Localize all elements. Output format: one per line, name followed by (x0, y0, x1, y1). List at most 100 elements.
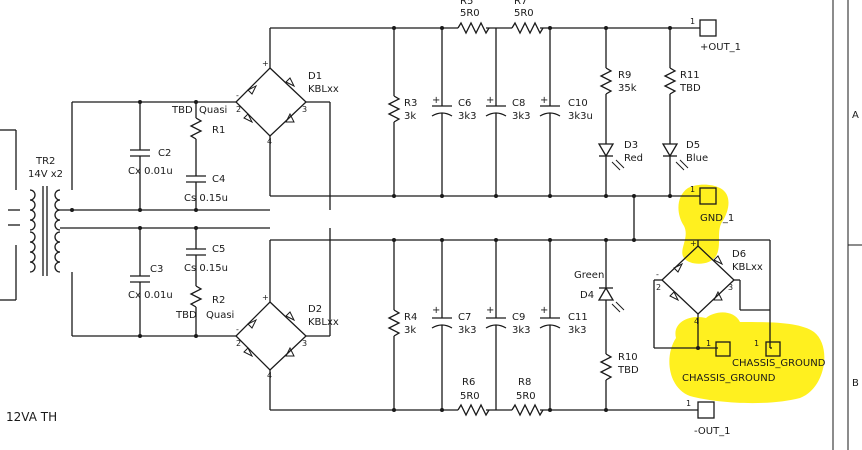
r2-name: R2 (212, 295, 225, 306)
chassis-label-b: CHASSIS_GROUND (732, 358, 826, 369)
bridge-d2: + - 2 3 4 D2 KBLxx (235, 228, 394, 410)
d2-pin-minus: - (236, 325, 239, 334)
d1-pin-minus: - (236, 91, 239, 100)
r4-value: 3k (404, 325, 416, 336)
d6-pin-minus: - (656, 270, 659, 279)
out-pos-label: +OUT_1 (700, 42, 741, 53)
c2-name: C2 (158, 148, 171, 159)
c8-name: C8 (512, 98, 525, 109)
d6-pin-plus: + (690, 239, 697, 248)
chassis-pin-b: 1 (754, 339, 759, 348)
c8-value: 3k3 (512, 111, 531, 122)
c9-plus: + (486, 305, 494, 316)
d5-value: Blue (686, 153, 708, 164)
r2-type: Quasi (206, 310, 234, 321)
c11-value: 3k3 (568, 325, 587, 336)
d2-name: D2 (308, 304, 322, 315)
c6-name: C6 (458, 98, 471, 109)
gnd-pin: 1 (690, 185, 695, 194)
d1-pin3: 3 (302, 105, 307, 114)
d1-value: KBLxx (308, 84, 339, 95)
d2-pin2: 2 (236, 339, 241, 348)
r1-name: R1 (212, 125, 225, 136)
out-neg-pin: 1 (686, 399, 691, 408)
r1-value: TBD (171, 105, 193, 116)
c6-plus: + (432, 95, 440, 106)
tr2-value: 14V x2 (28, 169, 63, 180)
r10-value: TBD (617, 365, 639, 376)
c5-value: Cs 0.15u (184, 263, 228, 274)
highlight-chassis (669, 312, 825, 404)
snubber-top: C2 Cx 0.01u TBD Quasi R1 C4 Cs 0.15u (128, 100, 228, 212)
bridge-d6: + - 2 3 4 D6 KBLxx 1 1 CHASSIS_GROUND CH… (653, 239, 826, 384)
r8-name: R8 (518, 377, 531, 388)
bridge-d1: + - 2 3 4 D1 KBLxx (235, 28, 394, 210)
c10-plus: + (540, 95, 548, 106)
tr2-rating: 12VA TH (6, 410, 57, 424)
out-neg-label: -OUT_1 (694, 426, 731, 437)
r7-value: 5R0 (514, 8, 534, 19)
c3-value: Cx 0.01u (128, 290, 173, 301)
r9-name: R9 (618, 70, 631, 81)
r1-type: Quasi (199, 105, 227, 116)
r10-name: R10 (618, 352, 638, 363)
r8-value: 5R0 (516, 391, 536, 402)
d5-name: D5 (686, 140, 700, 151)
r3-name: R3 (404, 98, 417, 109)
d1-pin2: 2 (236, 105, 241, 114)
gnd-label: GND_1 (700, 213, 734, 224)
c7-value: 3k3 (458, 325, 477, 336)
d1-pin-plus: + (262, 59, 269, 68)
c10-name: C10 (568, 98, 588, 109)
c11-name: C11 (568, 312, 588, 323)
d2-value: KBLxx (308, 317, 339, 328)
highlight-marks (669, 184, 825, 404)
d6-pin2: 2 (656, 283, 661, 292)
chassis-pin-a: 1 (706, 339, 711, 348)
r11-value: TBD (679, 83, 701, 94)
d1-name: D1 (308, 71, 322, 82)
c4-name: C4 (212, 174, 225, 185)
c3-name: C3 (150, 264, 163, 275)
c7-plus: + (432, 305, 440, 316)
c4-value: Cs 0.15u (184, 193, 228, 204)
c7-name: C7 (458, 312, 471, 323)
r7-name: R7 (514, 0, 527, 7)
sheet-border: A B (832, 0, 862, 450)
c2-value: Cx 0.01u (128, 166, 173, 177)
c10-value: 3k3u (568, 111, 593, 122)
d4-name: D4 (580, 290, 594, 301)
r2-value: TBD (175, 310, 197, 321)
d4-value: Green (574, 270, 604, 281)
r5-value: 5R0 (460, 8, 480, 19)
c9-value: 3k3 (512, 325, 531, 336)
d2-pin-plus: + (262, 293, 269, 302)
r5-name: R5 (460, 0, 473, 7)
c6-value: 3k3 (458, 111, 477, 122)
out-pos-pin: 1 (690, 17, 695, 26)
d6-pin3: 3 (728, 283, 733, 292)
transformer-tr2: TR2 14V x2 12VA TH (0, 101, 270, 424)
d6-name: D6 (732, 249, 746, 260)
top-rail: R5 5R0 R7 5R0 1 +OUT_1 1 GND_1 R3 3k + C… (270, 0, 741, 242)
d1-pin4: 4 (267, 137, 272, 146)
d3-value: Red (624, 153, 643, 164)
r6-value: 5R0 (460, 391, 480, 402)
c8-plus: + (486, 95, 494, 106)
r6-name: R6 (462, 377, 475, 388)
c11-plus: + (540, 305, 548, 316)
c5-name: C5 (212, 244, 225, 255)
d2-pin4: 4 (267, 371, 272, 380)
r11-name: R11 (680, 70, 700, 81)
d2-pin3: 3 (302, 339, 307, 348)
tr2-name: TR2 (35, 156, 55, 167)
zone-label-a: A (852, 110, 859, 121)
chassis-label-a: CHASSIS_GROUND (682, 373, 776, 384)
d6-pin4: 4 (694, 317, 699, 326)
d6-value: KBLxx (732, 262, 763, 273)
r4-name: R4 (404, 312, 417, 323)
snubber-bottom: C3 Cx 0.01u C5 Cs 0.15u R2 TBD Quasi (128, 226, 234, 338)
r3-value: 3k (404, 111, 416, 122)
